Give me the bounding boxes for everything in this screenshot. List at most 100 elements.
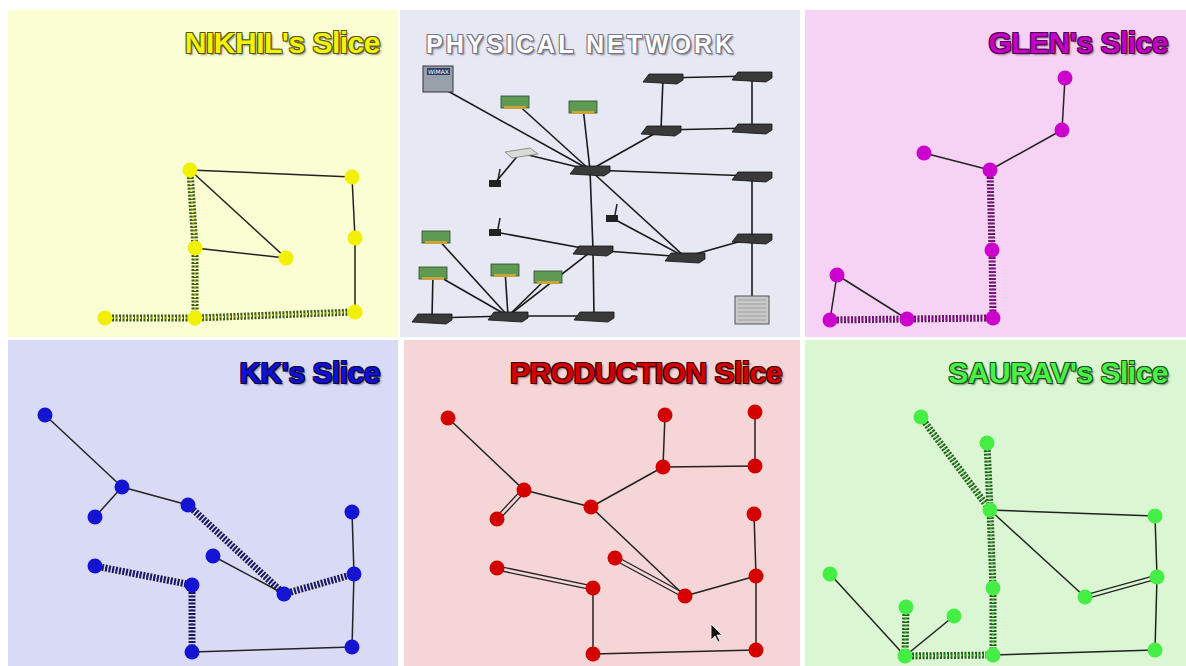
card-pins (422, 277, 444, 280)
switch-dot (584, 500, 599, 515)
cable (433, 273, 508, 316)
link (45, 415, 122, 487)
network-card (534, 271, 562, 283)
switch-dot (1078, 590, 1093, 605)
coiled-link-core (105, 317, 195, 319)
card-pins (572, 111, 594, 114)
link (1155, 516, 1157, 577)
panel-title: NIKHIL's Slice (185, 26, 380, 60)
coiled-link (921, 417, 990, 510)
switch-dot (983, 503, 998, 518)
switch-dot (517, 483, 532, 498)
switch-dot (658, 408, 673, 423)
coiled-link (990, 510, 993, 588)
coiled-link-core (830, 319, 907, 320)
coiled-link-core (284, 574, 354, 594)
switch-icon (732, 172, 772, 182)
switch-icon (570, 166, 610, 176)
switch-icon (732, 234, 772, 244)
card-pins (425, 241, 447, 244)
cable (583, 107, 590, 170)
switch-icon (412, 314, 452, 324)
switch-dot (986, 581, 1001, 596)
coiled-link-core (921, 417, 990, 510)
switch-dot (347, 567, 362, 582)
link (755, 576, 757, 650)
coiled-link (192, 248, 199, 318)
cable (437, 85, 590, 170)
link (990, 510, 1085, 597)
link (990, 510, 1155, 516)
panel-title: PRODUCTION Slice (510, 356, 782, 390)
switch-dot (348, 231, 363, 246)
switch-dot (1148, 509, 1163, 524)
cable (590, 130, 661, 170)
link (837, 275, 907, 319)
panel-title: PHYSICAL NETWORK (426, 30, 736, 59)
coiled-link (830, 319, 907, 320)
switch-dot (983, 163, 998, 178)
link (122, 487, 188, 505)
coiled-link-core (95, 566, 192, 585)
switch-dot (900, 312, 915, 327)
cable (661, 78, 663, 130)
coiled-link (990, 170, 992, 250)
switch-icon (641, 126, 681, 136)
link (1062, 78, 1065, 130)
link (593, 650, 756, 654)
switch-dot (986, 311, 1001, 326)
server-vent (738, 300, 766, 301)
server-box (735, 296, 769, 324)
coiled-link (195, 312, 355, 318)
coiled-link (189, 585, 196, 652)
cable (590, 170, 593, 250)
switch-dot (898, 649, 913, 664)
switch-dot (345, 505, 360, 520)
card-pins (537, 281, 559, 284)
coiled-link-core (190, 170, 195, 248)
panel-ground (8, 10, 398, 337)
coiled-link (95, 566, 192, 585)
link (524, 490, 591, 507)
switch-dot (115, 480, 130, 495)
switch-dot (830, 268, 845, 283)
switch-icon (573, 246, 613, 256)
cable (508, 250, 593, 316)
switch-dot (1148, 643, 1163, 658)
switch-dot (986, 648, 1001, 663)
link (905, 616, 954, 656)
card-pins (494, 274, 516, 277)
access-point (489, 180, 501, 187)
slice-panel: PRODUCTION Slice (404, 340, 800, 666)
panel-ground (805, 10, 1186, 337)
network-card (419, 267, 447, 279)
switch-dot (206, 549, 221, 564)
slice-panel: NIKHIL's Slice (8, 10, 398, 337)
switch-dot (188, 241, 203, 256)
panel-ground (8, 340, 398, 666)
slice-panel: GLEN's Slice (805, 10, 1186, 337)
cable (751, 76, 753, 128)
coiled-link-core (191, 585, 193, 652)
switch-dot (345, 640, 360, 655)
network-card (422, 231, 450, 243)
antenna (615, 204, 617, 215)
switch-dot (917, 146, 932, 161)
coiled-link-core (905, 655, 993, 656)
server-vent (738, 320, 766, 321)
card-pins (504, 106, 526, 109)
access-point (606, 215, 618, 222)
switch-dot (181, 498, 196, 513)
link (352, 512, 354, 574)
slice-panel: KK's Slice (8, 340, 398, 666)
switch-icon (488, 312, 528, 322)
link (592, 588, 594, 654)
slice-panel: PHYSICAL NETWORK (400, 10, 800, 337)
switch-dot (185, 578, 200, 593)
switch-dot (586, 581, 601, 596)
double-link (1084, 575, 1156, 595)
panel-title: GLEN's Slice (988, 26, 1168, 60)
coiled-link-core (992, 250, 993, 318)
switch-dot (985, 243, 1000, 258)
